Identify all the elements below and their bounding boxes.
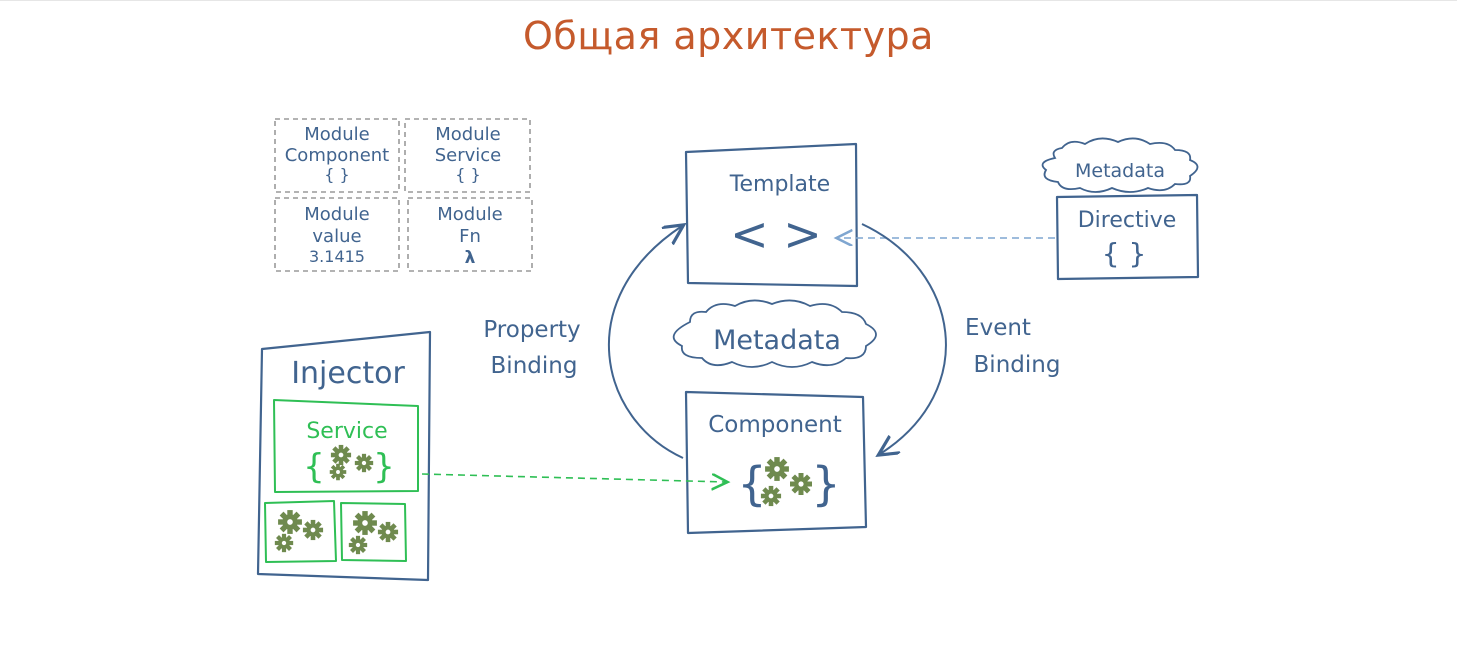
directive-group: Metadata Directive { } xyxy=(1041,137,1200,281)
slide-title: Общая архитектура xyxy=(523,14,934,58)
injector-instance-gear-icon xyxy=(278,510,302,534)
directive-metadata-label: Metadata xyxy=(1075,160,1165,182)
module-service-line2: Service xyxy=(435,145,502,166)
injector-instance-box xyxy=(264,500,337,563)
directive-label: Directive xyxy=(1078,208,1177,233)
component-box: Component { } xyxy=(684,390,868,535)
injector-service-box xyxy=(273,399,419,493)
injector-instance-box xyxy=(340,502,407,562)
component-gear-icon xyxy=(765,457,789,481)
component-metadata-label: Metadata xyxy=(713,325,841,356)
module-value-line2: value xyxy=(312,226,361,247)
module-component-box: Module Component { } xyxy=(274,118,400,193)
directive-box xyxy=(1055,193,1200,281)
module-value-line1: Module xyxy=(304,204,369,225)
injector-service-gear-icon xyxy=(330,444,352,466)
top-divider xyxy=(0,0,1457,1)
template-box: Template < > xyxy=(684,142,859,288)
component-brace-right: } xyxy=(811,457,840,511)
event-binding-arrow xyxy=(861,223,947,454)
event-binding-label-2: Binding xyxy=(974,352,1061,378)
module-service-box: Module Service { } xyxy=(404,118,531,193)
event-binding-label-1: Event xyxy=(965,315,1031,341)
component-gear-icon xyxy=(790,473,812,495)
directive-metadata-cloud xyxy=(1041,137,1199,193)
module-fn-line1: Module xyxy=(437,204,502,225)
module-component-braces: { } xyxy=(324,165,349,184)
module-value-number: 3.1415 xyxy=(309,247,365,266)
injector-instance-gear-icon xyxy=(274,533,294,553)
module-service-braces: { } xyxy=(455,165,480,184)
module-component-line1: Module xyxy=(304,124,369,145)
component-gear-icon xyxy=(760,485,782,507)
injector-service-gear-icon xyxy=(354,453,374,473)
module-service-line1: Module xyxy=(435,124,500,145)
component-metadata-cloud: Metadata xyxy=(672,299,877,368)
module-component-line2: Component xyxy=(285,145,390,166)
injector-service-gear-icon xyxy=(329,463,347,481)
template-label: Template xyxy=(729,172,830,197)
template-angle-brackets: < > xyxy=(730,207,822,261)
module-fn-lambda: λ xyxy=(465,248,476,268)
injector-instance-gear-icon xyxy=(377,521,399,543)
injection-arrow xyxy=(421,473,726,482)
module-value-box: Module value 3.1415 xyxy=(274,197,400,272)
module-fn-box: Module Fn λ xyxy=(407,197,533,272)
component-brace-left: { xyxy=(737,457,766,511)
component-label: Component xyxy=(708,412,842,438)
module-fn-line2: Fn xyxy=(459,226,481,247)
injector-box: Injector Service { } xyxy=(256,330,432,582)
injector-instance-gear-icon xyxy=(348,535,368,555)
property-binding-label-2: Binding xyxy=(491,353,578,379)
injector-instance-gear-icon xyxy=(353,511,377,535)
injector-service-label: Service xyxy=(306,419,387,444)
injector-label: Injector xyxy=(291,356,405,391)
property-binding-label-1: Property xyxy=(483,317,580,343)
property-binding-arrow xyxy=(607,226,683,459)
module-grid: Module Component { } Module Service { } … xyxy=(274,118,533,272)
injector-service-brace-left: { xyxy=(303,447,325,487)
injector-instance-gear-icon xyxy=(302,519,324,541)
directive-braces: { } xyxy=(1102,237,1147,270)
injector-service-brace-right: } xyxy=(373,447,395,487)
